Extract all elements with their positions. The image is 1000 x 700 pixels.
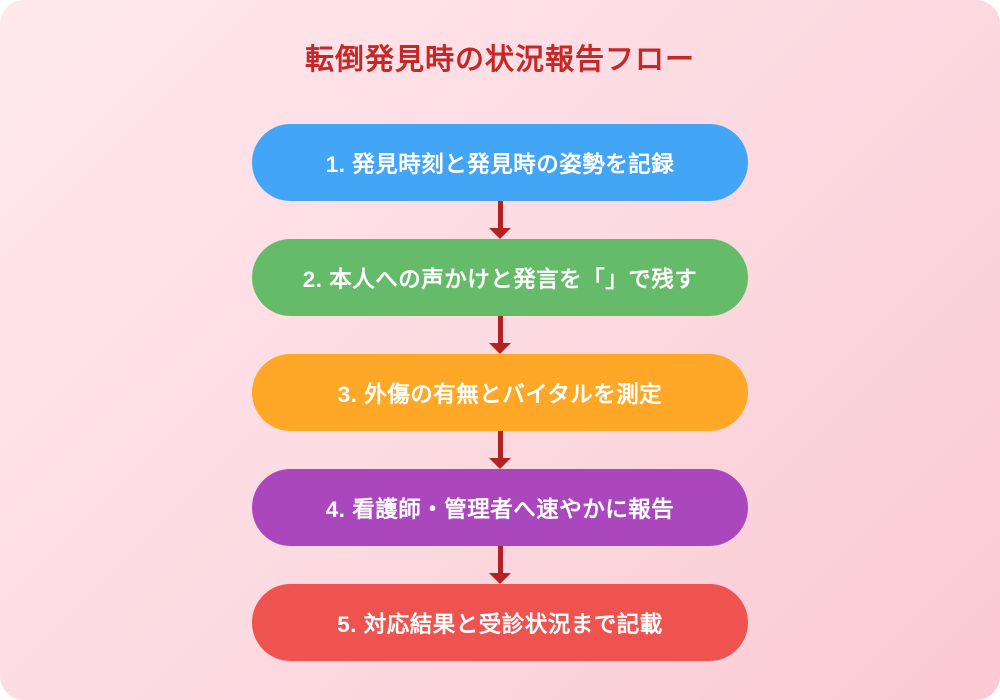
flow-step-3: 3. 外傷の有無とバイタルを測定	[252, 354, 748, 431]
flow-steps-container: 1. 発見時刻と発見時の姿勢を記録 2. 本人への声かけと発言を「」で残す 3.…	[0, 124, 1000, 661]
arrow-head	[489, 573, 511, 584]
arrow-head	[489, 343, 511, 354]
arrow-down-icon	[489, 546, 511, 584]
flow-step-4: 4. 看護師・管理者へ速やかに報告	[252, 469, 748, 546]
arrow-stem	[497, 316, 503, 343]
arrow-down-icon	[489, 431, 511, 469]
flow-step-5: 5. 対応結果と受診状況まで記載	[252, 584, 748, 661]
arrow-stem	[497, 431, 503, 458]
arrow-stem	[497, 201, 503, 228]
arrow-down-icon	[489, 316, 511, 354]
arrow-down-icon	[489, 201, 511, 239]
arrow-stem	[497, 546, 503, 573]
diagram-title: 転倒発見時の状況報告フロー	[304, 44, 695, 76]
arrow-head	[489, 458, 511, 469]
arrow-head	[489, 228, 511, 239]
flow-step-1: 1. 発見時刻と発見時の姿勢を記録	[252, 124, 748, 201]
flow-step-2: 2. 本人への声かけと発言を「」で残す	[252, 239, 748, 316]
